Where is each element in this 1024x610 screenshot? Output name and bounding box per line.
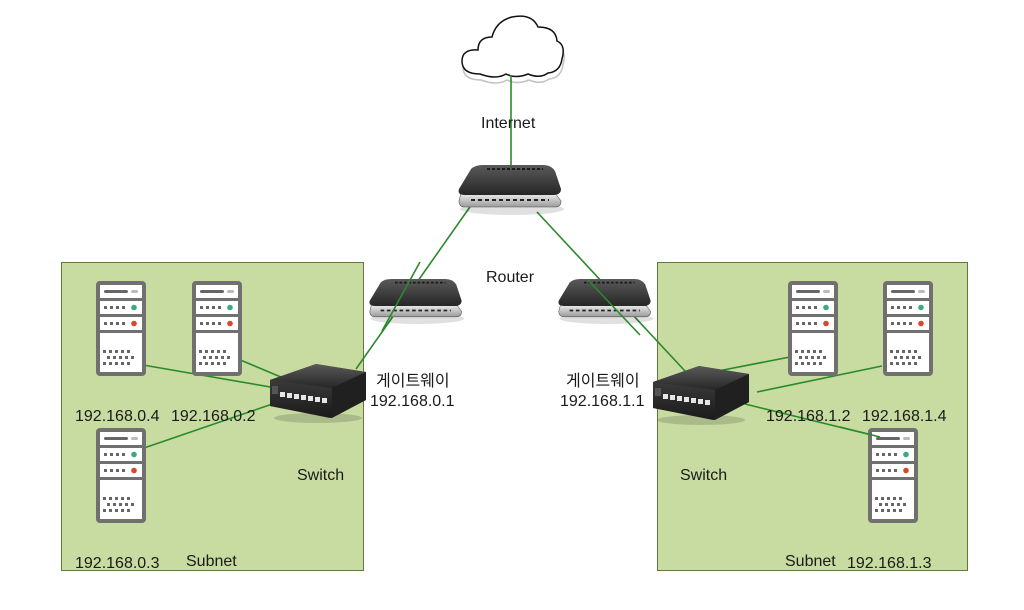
- link-left-switch-host-02: [237, 358, 289, 381]
- left-gateway-router-icon: [368, 278, 466, 325]
- host-ip-192-168-0-3: 192.168.0.3: [75, 555, 160, 572]
- right-gateway-label: 게이트웨이: [566, 373, 640, 390]
- left-subnet-label: Subnet: [186, 553, 237, 570]
- links-overlay: [381, 261, 641, 336]
- host-ip-192-168-0-4: 192.168.0.4: [75, 408, 160, 425]
- right-switch-icon: [653, 366, 749, 425]
- link-left-switch-host-03: [143, 399, 285, 449]
- cloud-icon: [461, 15, 565, 84]
- host-ip-192-168-0-2: 192.168.0.2: [171, 408, 256, 425]
- router-icon: [457, 164, 565, 216]
- host-ip-192-168-1-2: 192.168.1.2: [766, 408, 851, 425]
- server-icon-192-168-0-4: [96, 281, 146, 376]
- router-label: Router: [486, 269, 535, 286]
- link-right-switch-host-12: [717, 356, 791, 372]
- right-switch-label: Switch: [680, 467, 728, 484]
- right-gateway-ip: 192.168.1.1: [560, 393, 645, 410]
- server-icon-192-168-0-2: [192, 281, 242, 376]
- left-gateway-label: 게이트웨이: [376, 373, 450, 390]
- link-right-switch-host-14: [756, 365, 883, 393]
- internet-label: Internet: [481, 115, 536, 132]
- host-ip-192-168-1-4: 192.168.1.4: [862, 408, 947, 425]
- host-ip-192-168-1-3: 192.168.1.3: [847, 555, 932, 572]
- link-left-switch-host-04: [142, 364, 283, 390]
- left-switch-label: Switch: [297, 467, 345, 484]
- server-icon-192-168-1-2: [788, 281, 838, 376]
- left-switch-icon: [270, 364, 366, 423]
- server-icon-192-168-0-3: [96, 428, 146, 523]
- server-icon-192-168-1-4: [883, 281, 933, 376]
- right-gateway-router-icon: [557, 278, 655, 325]
- server-icon-192-168-1-3: [868, 428, 918, 523]
- right-subnet-label: Subnet: [785, 553, 836, 570]
- left-gateway-ip: 192.168.0.1: [370, 393, 455, 410]
- link-overlay-host-13: [839, 426, 881, 438]
